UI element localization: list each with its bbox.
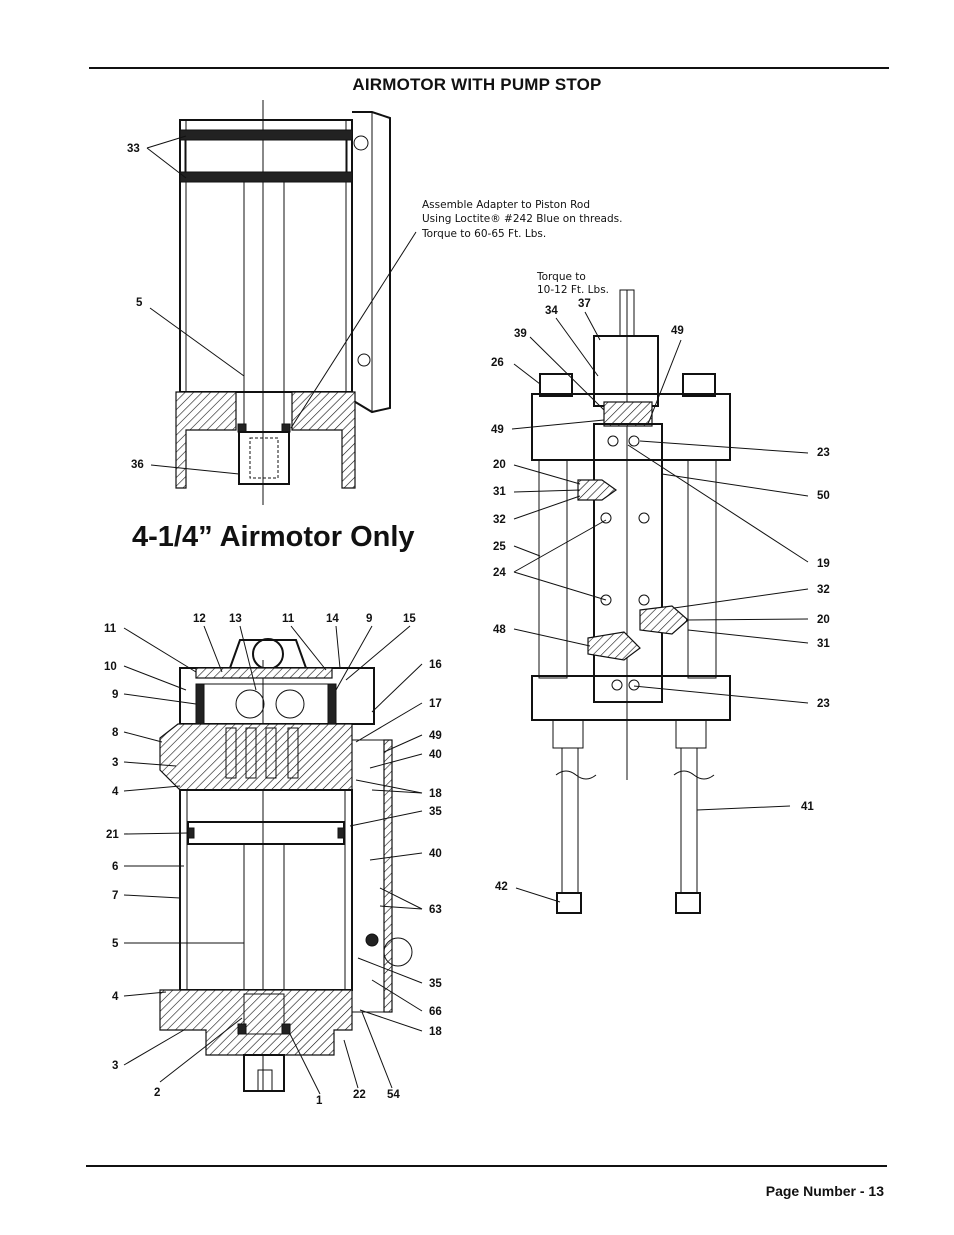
adapter-note-line-3: Torque to 60-65 Ft. Lbs. — [421, 228, 546, 240]
callout-31-lower: 31 — [817, 638, 830, 650]
callout-40: 40 — [429, 749, 442, 761]
callout-4-lower: 4 — [112, 991, 119, 1003]
callout-35-lower: 35 — [429, 978, 442, 990]
callout-9: 9 — [112, 689, 118, 701]
header-rule — [89, 67, 889, 69]
callout-14: 14 — [326, 613, 339, 625]
callout-20: 20 — [493, 459, 506, 471]
callout-32-lower: 32 — [817, 584, 830, 596]
airmotor-section-callouts: 11 12 13 11 14 9 15 10 16 9 17 8 49 40 3… — [104, 613, 442, 1107]
callout-49: 49 — [491, 424, 504, 436]
callout-54: 54 — [387, 1089, 400, 1101]
airmotor-425-callouts: 33 5 36 Assemble Adapter to Piston Rod U… — [127, 135, 622, 553]
page-number: Page Number - 13 — [765, 1183, 884, 1199]
airmotor-section-drawing — [159, 638, 413, 1092]
callout-23: 23 — [817, 447, 830, 459]
callout-5: 5 — [136, 297, 143, 309]
callout-18-lower: 18 — [429, 1026, 442, 1038]
adapter-note-line-2: Using Loctite® #242 Blue on threads. — [422, 213, 622, 225]
page-title: AIRMOTOR WITH PUMP STOP — [352, 75, 602, 94]
callout-11: 11 — [104, 623, 117, 635]
callout-21: 21 — [106, 829, 119, 841]
airmotor-caption: 4-1/4” Airmotor Only — [132, 521, 415, 553]
callout-13: 13 — [229, 613, 242, 625]
callout-66: 66 — [429, 1006, 442, 1018]
callout-15: 15 — [403, 613, 416, 625]
callout-22: 22 — [353, 1089, 366, 1101]
callout-49-top: 49 — [671, 325, 684, 337]
callout-9-top: 9 — [366, 613, 372, 625]
callout-26: 26 — [491, 357, 504, 369]
callout-24: 24 — [493, 567, 506, 579]
callout-50: 50 — [817, 490, 830, 502]
torque-note-line-1: Torque to — [536, 271, 586, 283]
callout-16: 16 — [429, 659, 442, 671]
airmotor-425-drawing — [175, 100, 391, 505]
callout-34: 34 — [545, 305, 558, 317]
callout-10: 10 — [104, 661, 117, 673]
callout-39: 39 — [514, 328, 527, 340]
callout-35: 35 — [429, 806, 442, 818]
callout-19: 19 — [817, 558, 830, 570]
callout-7: 7 — [112, 890, 118, 902]
pump-stop-callouts: Torque to 10-12 Ft. Lbs. 34 37 39 49 26 … — [491, 271, 830, 903]
callout-42: 42 — [495, 881, 508, 893]
footer-rule — [86, 1165, 887, 1167]
callout-25: 25 — [493, 541, 506, 553]
callout-37: 37 — [578, 298, 591, 310]
callout-63: 63 — [429, 904, 442, 916]
callout-23-lower: 23 — [817, 698, 830, 710]
callout-20-lower: 20 — [817, 614, 830, 626]
callout-36: 36 — [131, 459, 144, 471]
callout-3: 3 — [112, 757, 118, 769]
callout-31: 31 — [493, 486, 506, 498]
callout-41: 41 — [801, 801, 814, 813]
callout-32: 32 — [493, 514, 506, 526]
callout-12: 12 — [193, 613, 206, 625]
torque-note-line-2: 10-12 Ft. Lbs. — [537, 284, 609, 296]
callout-48: 48 — [493, 624, 506, 636]
callout-2: 2 — [154, 1087, 160, 1099]
pump-stop-drawing — [531, 289, 731, 914]
callout-6: 6 — [112, 861, 118, 873]
callout-11-right: 11 — [282, 613, 295, 625]
adapter-note-line-1: Assemble Adapter to Piston Rod — [422, 199, 590, 211]
callout-3-lower: 3 — [112, 1060, 118, 1072]
callout-1: 1 — [316, 1095, 323, 1107]
callout-49-bottom: 49 — [429, 730, 442, 742]
callout-17: 17 — [429, 698, 442, 710]
callout-5-lower: 5 — [112, 938, 119, 950]
callout-4: 4 — [112, 786, 119, 798]
callout-18: 18 — [429, 788, 442, 800]
callout-33: 33 — [127, 143, 140, 155]
callout-40-lower: 40 — [429, 848, 442, 860]
callout-8: 8 — [112, 727, 119, 739]
